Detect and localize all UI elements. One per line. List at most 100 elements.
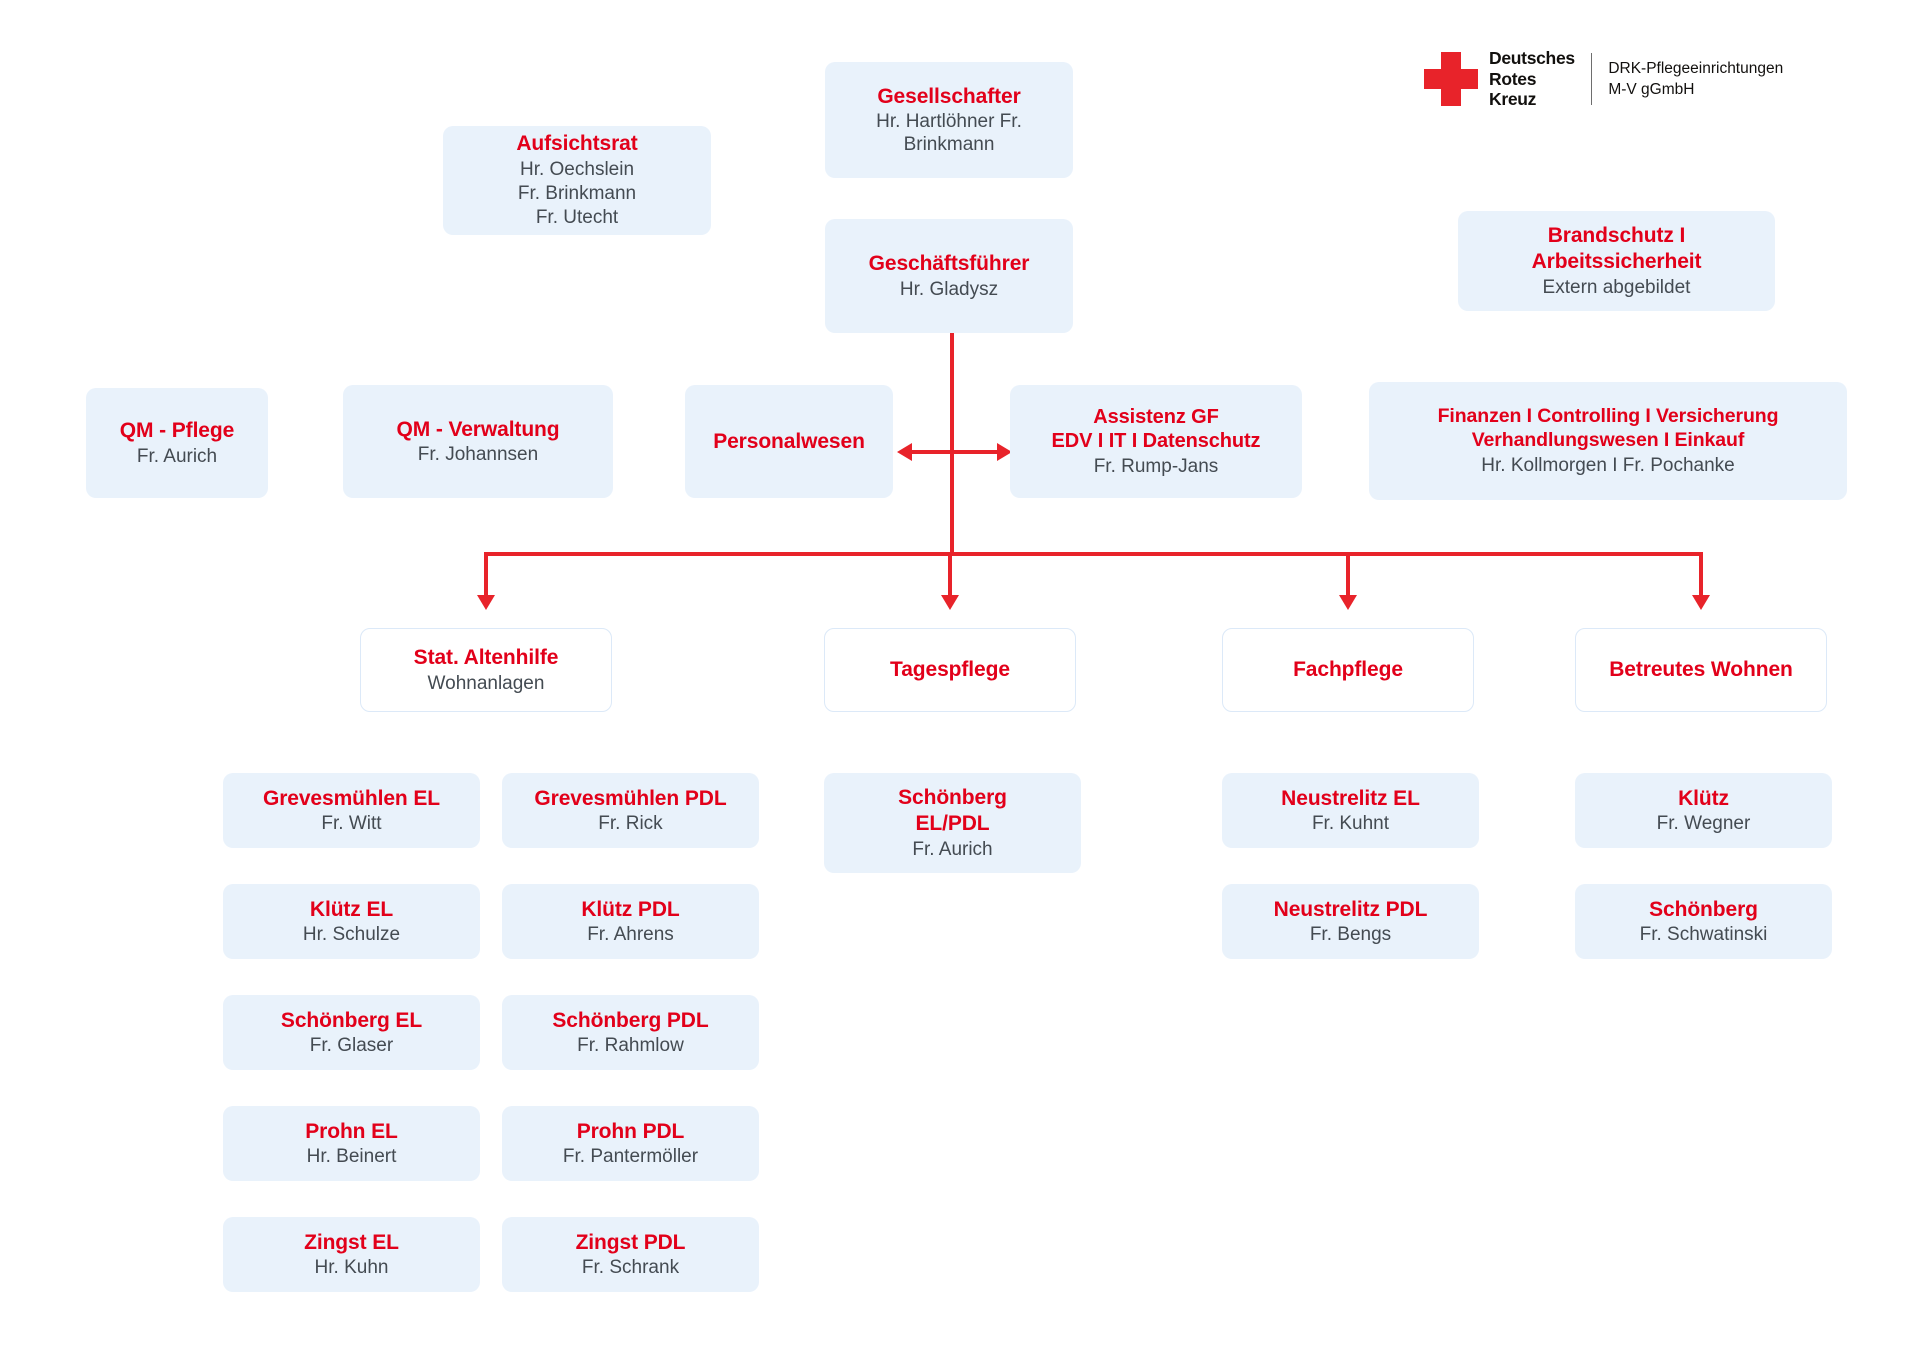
facility-betreutes-schoenberg[interactable]: Schönberg Fr. Schwatinski bbox=[1575, 884, 1832, 959]
facility-title-line-2: EL/PDL bbox=[915, 811, 990, 835]
facility-title: Schönberg EL bbox=[280, 1008, 423, 1032]
drk-logo: Deutsches Rotes Kreuz DRK-Pflegeeinricht… bbox=[1424, 48, 1783, 110]
division-title: Betreutes Wohnen bbox=[1609, 658, 1793, 682]
connector-distribution-bar bbox=[484, 552, 1702, 556]
node-gesellschafter[interactable]: Gesellschafter Hr. Hartlöhner Fr. Brinkm… bbox=[825, 62, 1073, 178]
facility-person: Fr. Bengs bbox=[1309, 924, 1392, 946]
facility-person: Fr. Glaser bbox=[309, 1035, 394, 1057]
node-personalwesen[interactable]: Personalwesen bbox=[685, 385, 893, 498]
brand-line-2: Rotes bbox=[1489, 68, 1537, 89]
node-geschaeftsfuehrer[interactable]: Geschäftsführer Hr. Gladysz bbox=[825, 219, 1073, 333]
node-assistenz-gf[interactable]: Assistenz GF EDV I IT I Datenschutz Fr. … bbox=[1010, 385, 1302, 498]
node-subtitle: Hr. Gladysz bbox=[899, 278, 999, 300]
node-title-line-1: Assistenz GF bbox=[1093, 406, 1219, 429]
facility-title: Zingst EL bbox=[304, 1230, 399, 1254]
node-member-1: Hr. Oechslein bbox=[519, 159, 635, 181]
facility-schoenberg-el[interactable]: Schönberg EL Fr. Glaser bbox=[223, 995, 480, 1070]
node-member-2: Fr. Brinkmann bbox=[517, 183, 637, 205]
node-qm-verwaltung[interactable]: QM - Verwaltung Fr. Johannsen bbox=[343, 385, 613, 498]
division-subtitle: Wohnanlagen bbox=[427, 672, 545, 694]
brand-wordmark: Deutsches Rotes Kreuz bbox=[1489, 48, 1575, 110]
facility-person: Fr. Ahrens bbox=[587, 924, 674, 946]
facility-person: Fr. Aurich bbox=[912, 838, 993, 860]
node-title: Gesellschafter bbox=[877, 84, 1021, 108]
logo-divider bbox=[1590, 52, 1593, 105]
division-stat-altenhilfe[interactable]: Stat. Altenhilfe Wohnanlagen bbox=[360, 628, 612, 712]
facility-title: Grevesmühlen PDL bbox=[534, 786, 727, 810]
red-cross-icon bbox=[1424, 51, 1478, 106]
facility-tagespflege-schoenberg[interactable]: Schönberg EL/PDL Fr. Aurich bbox=[824, 773, 1081, 873]
connector-drop-tagespflege bbox=[948, 552, 952, 602]
organisation-name: DRK-Pflegeeinrichtungen M-V gGmbH bbox=[1608, 58, 1783, 101]
facility-title: Klütz PDL bbox=[581, 897, 680, 921]
node-title: QM - Verwaltung bbox=[396, 417, 560, 441]
facility-grevesmuehlen-el[interactable]: Grevesmühlen EL Fr. Witt bbox=[223, 773, 480, 848]
facility-person: Fr. Rick bbox=[598, 813, 663, 835]
division-title: Tagespflege bbox=[890, 658, 1010, 682]
arrow-left-icon bbox=[897, 443, 912, 461]
connector-personalwesen-assistenz bbox=[905, 450, 1000, 454]
brand-line-1: Deutsches bbox=[1489, 48, 1575, 68]
node-title: QM - Pflege bbox=[119, 419, 235, 443]
division-title: Fachpflege bbox=[1293, 658, 1403, 682]
node-qm-pflege[interactable]: QM - Pflege Fr. Aurich bbox=[86, 388, 268, 498]
facility-neustrelitz-el[interactable]: Neustrelitz EL Fr. Kuhnt bbox=[1222, 773, 1479, 848]
facility-title: Klütz bbox=[1678, 786, 1729, 810]
node-subtitle: Hr. Hartlöhner Fr. Brinkmann bbox=[876, 111, 1022, 156]
facility-prohn-el[interactable]: Prohn EL Hr. Beinert bbox=[223, 1106, 480, 1181]
facility-title: Neustrelitz PDL bbox=[1273, 897, 1428, 921]
arrow-down-icon-altenhilfe bbox=[477, 595, 495, 610]
division-fachpflege[interactable]: Fachpflege bbox=[1222, 628, 1474, 712]
node-finanzen[interactable]: Finanzen I Controlling I Versicherung Ve… bbox=[1369, 382, 1847, 500]
facility-person: Hr. Schulze bbox=[302, 924, 401, 946]
node-subtitle: Fr. Johannsen bbox=[417, 444, 539, 466]
node-title-line-2: Arbeitssicherheit bbox=[1531, 249, 1702, 273]
facility-kluetz-pdl[interactable]: Klütz PDL Fr. Ahrens bbox=[502, 884, 759, 959]
node-title-line-1: Finanzen I Controlling I Versicherung bbox=[1437, 405, 1779, 428]
facility-zingst-pdl[interactable]: Zingst PDL Fr. Schrank bbox=[502, 1217, 759, 1292]
facility-person: Fr. Witt bbox=[321, 813, 382, 835]
connector-drop-altenhilfe bbox=[484, 552, 488, 602]
facility-neustrelitz-pdl[interactable]: Neustrelitz PDL Fr. Bengs bbox=[1222, 884, 1479, 959]
connector-trunk-vertical bbox=[950, 333, 954, 554]
arrow-down-icon-tagespflege bbox=[941, 595, 959, 610]
division-title: Stat. Altenhilfe bbox=[413, 646, 559, 670]
node-aufsichtsrat[interactable]: Aufsichtsrat Hr. Oechslein Fr. Brinkmann… bbox=[443, 126, 711, 235]
facility-title: Schönberg bbox=[1649, 897, 1758, 921]
facility-person: Fr. Wegner bbox=[1656, 813, 1751, 835]
facility-person: Fr. Schwatinski bbox=[1639, 924, 1768, 946]
facility-title-line-1: Schönberg bbox=[898, 786, 1007, 810]
division-betreutes-wohnen[interactable]: Betreutes Wohnen bbox=[1575, 628, 1827, 712]
arrow-right-icon bbox=[997, 443, 1012, 461]
node-subtitle: Extern abgebildet bbox=[1542, 276, 1691, 298]
facility-title: Klütz EL bbox=[309, 897, 394, 921]
facility-zingst-el[interactable]: Zingst EL Hr. Kuhn bbox=[223, 1217, 480, 1292]
division-tagespflege[interactable]: Tagespflege bbox=[824, 628, 1076, 712]
node-title: Geschäftsführer bbox=[868, 252, 1030, 276]
brand-line-3: Kreuz bbox=[1489, 89, 1537, 110]
facility-kluetz-el[interactable]: Klütz EL Hr. Schulze bbox=[223, 884, 480, 959]
facility-title: Zingst PDL bbox=[575, 1230, 686, 1254]
facility-person: Fr. Schrank bbox=[581, 1257, 680, 1279]
node-title-line-1: Brandschutz I bbox=[1547, 224, 1686, 248]
node-subtitle: Hr. Kollmorgen I Fr. Pochanke bbox=[1481, 454, 1735, 476]
facility-betreutes-kluetz[interactable]: Klütz Fr. Wegner bbox=[1575, 773, 1832, 848]
node-member-3: Fr. Utecht bbox=[535, 207, 619, 229]
org-line-1: DRK-Pflegeeinrichtungen bbox=[1608, 59, 1784, 77]
facility-title: Prohn EL bbox=[305, 1119, 398, 1143]
node-title-line-2: Verhandlungswesen I Einkauf bbox=[1471, 428, 1745, 451]
facility-prohn-pdl[interactable]: Prohn PDL Fr. Pantermöller bbox=[502, 1106, 759, 1181]
facility-grevesmuehlen-pdl[interactable]: Grevesmühlen PDL Fr. Rick bbox=[502, 773, 759, 848]
arrow-down-icon-betreutes-wohnen bbox=[1692, 595, 1710, 610]
facility-person: Hr. Kuhn bbox=[314, 1257, 389, 1279]
node-subtitle: Fr. Aurich bbox=[136, 445, 218, 467]
facility-title: Grevesmühlen EL bbox=[262, 786, 441, 810]
connector-drop-fachpflege bbox=[1346, 552, 1350, 602]
facility-person: Fr. Kuhnt bbox=[1311, 813, 1390, 835]
arrow-down-icon-fachpflege bbox=[1339, 595, 1357, 610]
facility-schoenberg-pdl[interactable]: Schönberg PDL Fr. Rahmlow bbox=[502, 995, 759, 1070]
node-brandschutz[interactable]: Brandschutz I Arbeitssicherheit Extern a… bbox=[1458, 211, 1775, 311]
facility-person: Fr. Rahmlow bbox=[577, 1035, 684, 1057]
node-subtitle: Fr. Rump-Jans bbox=[1093, 455, 1219, 477]
